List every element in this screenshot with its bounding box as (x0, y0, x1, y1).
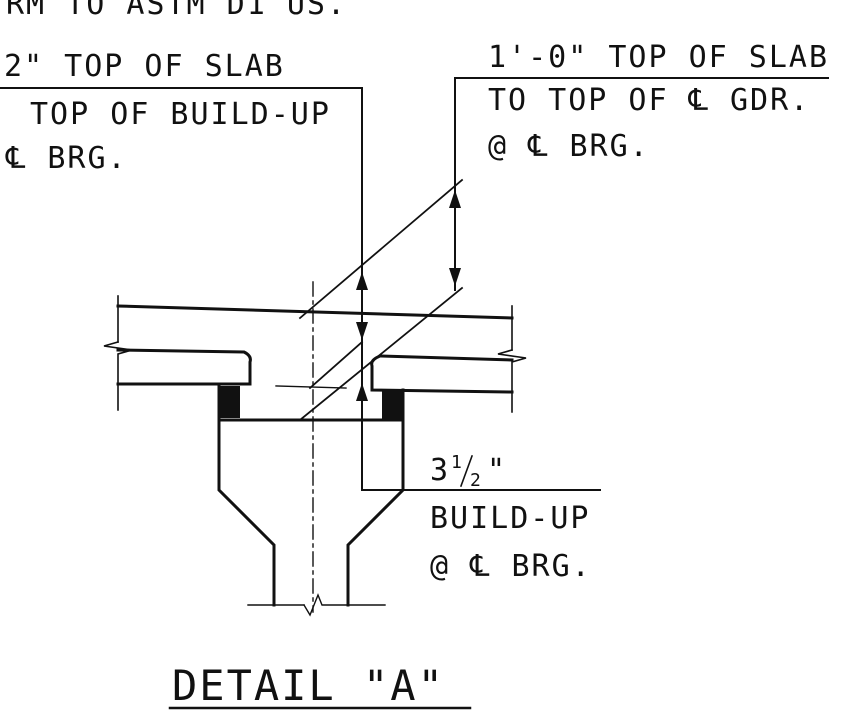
slab-left-break (103, 341, 133, 411)
left-haunch (116, 348, 252, 386)
left-label-line2: TOP OF BUILD-UP (30, 97, 331, 132)
right-label-line2: TO TOP OF ℄ GDR. (488, 83, 810, 118)
buildup-top-extension-line (308, 340, 364, 390)
top-note-fragment: RM TO ASTM D1 US. (6, 0, 347, 22)
buildup-dimension-inch: " (487, 453, 507, 488)
arrow-buildup-top-left (356, 322, 368, 340)
gdr-top-extension-line (298, 286, 464, 422)
girder-right-side (346, 418, 405, 607)
buildup-dimension-whole: 3 (430, 453, 450, 488)
buildup-label-line2: @ ℄ BRG. (430, 549, 592, 584)
slab-top-line (116, 304, 514, 320)
buildup-fraction-slash (459, 454, 474, 488)
buildup-dimension-num: 1 (451, 452, 464, 473)
girder-bottom-break (303, 593, 386, 617)
left-label-line1: 2" TOP OF SLAB (4, 49, 285, 84)
detail-title: DETAIL "A" (172, 661, 445, 710)
buildup-inner-line (275, 385, 347, 389)
right-label-line3: @ ℄ BRG. (488, 129, 650, 164)
slab-top-extension-line (298, 178, 464, 320)
buildup-label-line1: BUILD-UP (430, 501, 591, 536)
right-bearing-pad (382, 390, 402, 420)
arrow-buildup-bottom-left (356, 383, 368, 401)
buildup-dimension-den: 2 (470, 470, 483, 491)
right-haunch (370, 354, 514, 394)
slab-right-break (497, 349, 527, 413)
arrow-slab-top-upper (449, 190, 461, 208)
arrow-slab-top-left (356, 272, 368, 290)
left-label-line3: ℄ BRG. (5, 141, 128, 176)
left-bearing-pad (220, 386, 240, 418)
right-label-line1: 1'-0" TOP OF SLAB (488, 40, 829, 75)
girder-left-side (217, 418, 276, 607)
arrow-gdr-top-lower (449, 268, 461, 286)
